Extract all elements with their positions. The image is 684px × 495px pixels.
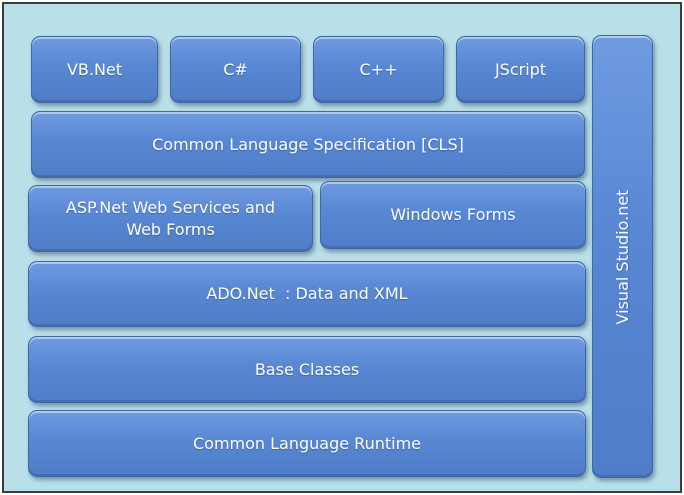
block-windows-forms-label: Windows Forms [390, 205, 516, 224]
block-visual-studio-label: Visual Studio.net [612, 189, 632, 324]
block-cpp: C++ [313, 36, 444, 103]
block-vbnet: VB.Net [31, 36, 158, 103]
block-aspnet-line2: Web Forms [126, 219, 215, 239]
block-aspnet: ASP.Net Web Services and Web Forms [28, 185, 313, 252]
block-adonet: ADO.Net : Data and XML [28, 261, 586, 327]
block-clr-label: Common Language Runtime [192, 433, 422, 453]
block-cls-label: Common Language Specification [CLS] [152, 134, 464, 154]
block-csharp: C# [170, 36, 301, 103]
block-cpp-label: C++ [359, 59, 398, 79]
block-windows-forms: Windows Forms [320, 181, 586, 249]
block-jscript: JScript [456, 36, 585, 103]
block-aspnet-line1: ASP.Net Web Services and [65, 197, 276, 217]
block-aspnet-text: ASP.Net Web Services and Web Forms [66, 197, 275, 241]
block-clr: Common Language Runtime [28, 410, 586, 477]
block-vbnet-label: VB.Net [66, 59, 123, 79]
block-csharp-label: C# [223, 59, 248, 79]
block-cls: Common Language Specification [CLS] [31, 111, 585, 178]
block-visual-studio: Visual Studio.net [592, 35, 653, 478]
block-adonet-label: ADO.Net : Data and XML [206, 284, 408, 303]
block-jscript-label: JScript [494, 59, 547, 79]
block-base-classes: Base Classes [28, 336, 586, 403]
block-base-classes-label: Base Classes [254, 359, 360, 379]
